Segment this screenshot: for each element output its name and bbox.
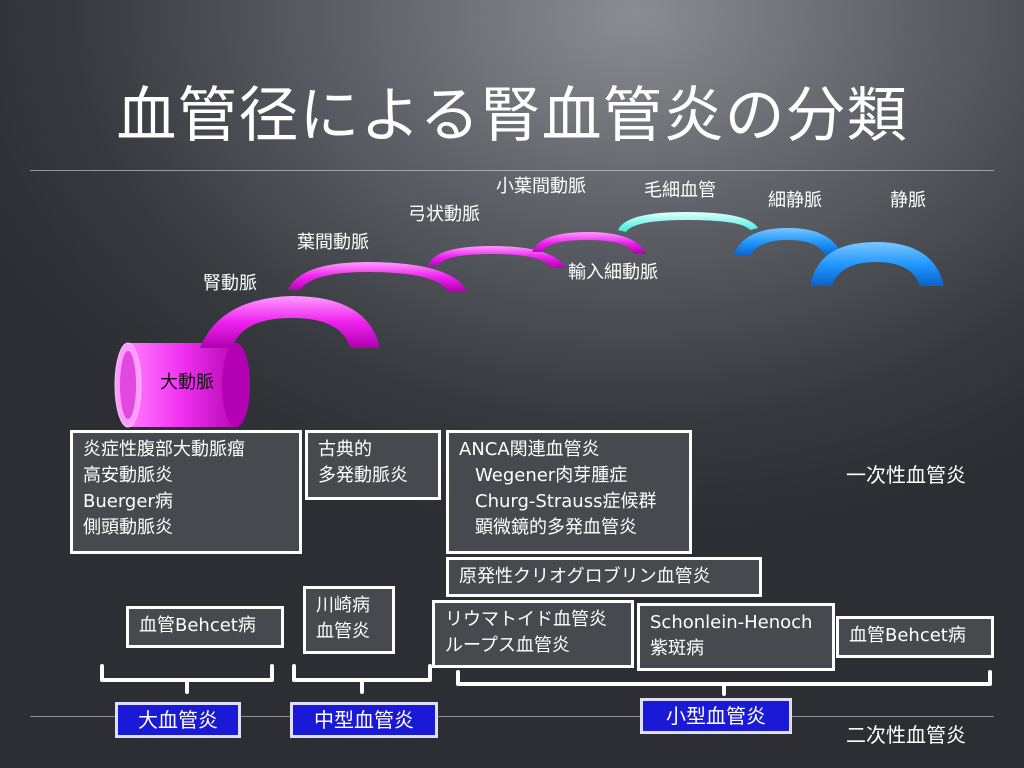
label-arcuate-artery: 弓状動脈 [408,204,480,225]
box-rheumatoid-lupus: リウマトイド血管炎 ループス血管炎 [432,600,634,668]
bracket-small [456,670,992,696]
capillary-arch [618,212,758,232]
label-interlobar-artery: 葉間動脈 [297,232,369,253]
box-line: 血管Behcet病 [849,625,966,646]
arcuate-artery-arch [428,246,566,268]
category-small-vessel: 小型血管炎 [640,698,792,734]
box-line: Churg-Strauss症候群 [475,491,657,512]
renal-artery-arch [200,296,380,348]
box-cryoglobulin-vasculitis: 原発性クリオグロブリン血管炎 [446,557,762,597]
interlobular-artery-arch [532,232,646,254]
box-behcet-large: 血管Behcet病 [126,606,284,648]
box-line: 側頭動脈炎 [83,517,173,538]
box-large-vessel-primary: 炎症性腹部大動脈瘤 高安動脈炎 Buerger病 側頭動脈炎 [70,430,302,554]
box-line: ループス血管炎 [445,635,570,656]
box-line: 炎症性腹部大動脈瘤 [83,439,245,460]
box-line: 高安動脈炎 [83,465,173,486]
box-line: 多発動脈炎 [318,465,408,486]
interlobar-artery-arch [288,262,468,292]
label-venule: 細静脈 [768,190,822,211]
page-title: 血管径による腎血管炎の分類 [116,81,908,151]
aorta-vessel [114,342,250,428]
box-line: 古典的 [318,439,372,460]
label-capillary: 毛細血管 [644,180,716,201]
box-line: リウマトイド血管炎 [445,609,607,630]
bottom-divider [30,716,994,717]
label-aorta: 大動脈 [160,372,214,393]
box-line: Schonlein-Henoch [650,612,813,633]
label-secondary-vasculitis: 二次性血管炎 [846,723,966,747]
label-interlobular-artery: 小葉間動脈 [496,176,586,197]
box-line: 血管炎 [316,621,370,642]
box-henoch-schonlein: Schonlein-Henoch 紫斑病 [637,603,835,671]
box-line: Buerger病 [83,491,173,512]
bracket-large [100,664,274,694]
box-heading: ANCA関連血管炎 [459,439,600,460]
top-divider [30,170,994,171]
box-anca-vasculitis: ANCA関連血管炎 Wegener肉芽腫症 Churg-Strauss症候群 顕… [446,430,692,554]
box-line: 紫斑病 [650,638,704,659]
box-line: 川崎病 [316,595,370,616]
box-line: Wegener肉芽腫症 [475,465,628,486]
box-kawasaki: 川崎病 血管炎 [303,586,395,654]
label-renal-artery: 腎動脈 [203,273,257,294]
category-large-vessel: 大血管炎 [115,702,241,738]
box-medium-vessel-primary: 古典的 多発動脈炎 [305,430,441,500]
venule-arch [734,228,842,256]
box-line: 顕微鏡的多発血管炎 [475,517,637,538]
label-primary-vasculitis: 一次性血管炎 [846,463,966,487]
bracket-medium [292,664,432,694]
vein-arch [810,242,944,286]
box-behcet-small: 血管Behcet病 [836,616,994,658]
category-medium-vessel: 中型血管炎 [290,702,438,738]
label-vein: 静脈 [890,190,926,211]
box-line: 原発性クリオグロブリン血管炎 [459,566,711,587]
box-line: 血管Behcet病 [139,615,256,636]
label-afferent-arteriole: 輸入細動脈 [568,262,658,283]
